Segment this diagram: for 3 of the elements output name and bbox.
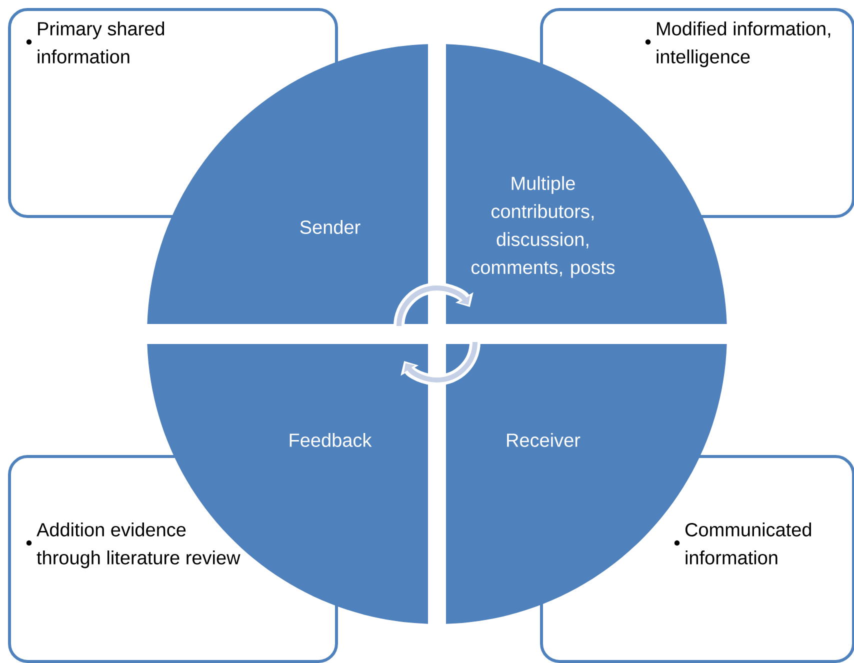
cycle-arrow xyxy=(394,282,474,326)
cycle-arrow xyxy=(400,342,480,386)
quadrant: Sender xyxy=(147,44,428,324)
